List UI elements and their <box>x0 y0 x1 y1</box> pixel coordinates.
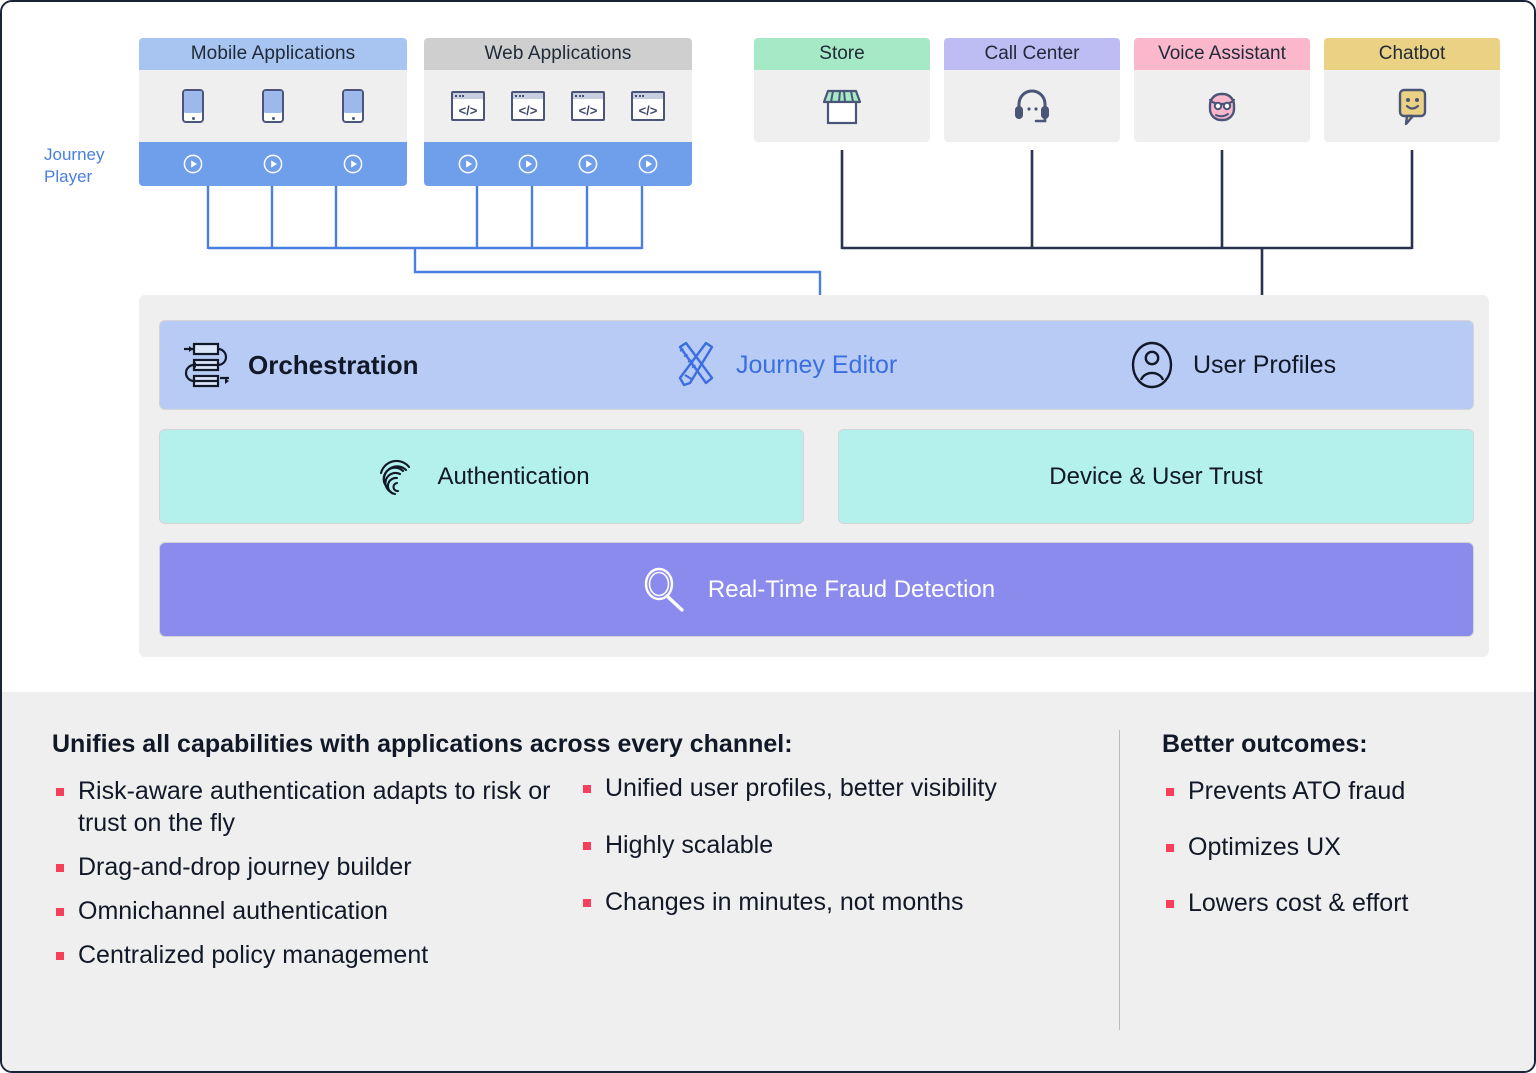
app-group-web-icons: </> </> </> </> <box>424 70 692 142</box>
platform-item-orchestration[interactable]: Orchestration <box>160 339 672 391</box>
summary-left-column: Unifies all capabilities with applicatio… <box>52 730 793 1061</box>
app-group-mobile-title: Mobile Applications <box>139 38 407 70</box>
code-window-icon: </> <box>631 91 665 121</box>
list-item: Highly scalable <box>579 829 1119 861</box>
phone-icon <box>262 89 284 123</box>
play-circle-icon[interactable] <box>182 153 204 175</box>
user-circle-icon <box>1131 341 1173 389</box>
app-group-mobile[interactable]: Mobile Applications <box>139 38 407 186</box>
architecture-canvas: Journey Player Mobile Applications Web A… <box>2 2 1534 692</box>
code-window-icon: </> <box>511 91 545 121</box>
list-item: Centralized policy management <box>52 939 579 971</box>
code-window-icon: </> <box>451 91 485 121</box>
platform-row-device-user-trust[interactable]: Device & User Trust <box>839 430 1473 523</box>
journey-player-bar-mobile[interactable] <box>139 142 407 186</box>
list-item: Changes in minutes, not months <box>579 886 1119 918</box>
play-circle-icon[interactable] <box>262 153 284 175</box>
channel-store-icon-wrap <box>754 70 930 142</box>
play-circle-icon[interactable] <box>342 153 364 175</box>
channel-card-store[interactable]: Store <box>754 38 930 142</box>
platform-label-journey-editor: Journey Editor <box>736 350 898 379</box>
platform-label-device-user-trust: Device & User Trust <box>1049 462 1263 490</box>
list-item: Lowers cost & effort <box>1162 887 1408 919</box>
platform-container: Orchestration Journey Editor <box>139 295 1489 657</box>
phone-icon <box>342 89 364 123</box>
summary-mid-column: Unified user profiles, better visibility… <box>579 730 1119 1061</box>
list-item: Optimizes UX <box>1162 831 1408 863</box>
channel-chatbot-title: Chatbot <box>1324 38 1500 70</box>
smart-speaker-icon <box>1208 92 1236 122</box>
journey-player-line-1: Journey <box>44 145 105 164</box>
list-item: Omnichannel authentication <box>52 895 579 927</box>
summary-mid-list: Unified user profiles, better visibility… <box>579 772 1119 918</box>
chat-bubble-face-icon <box>1398 88 1427 126</box>
platform-row-fraud-detection[interactable]: Real-Time Fraud Detection <box>160 543 1473 636</box>
app-group-web-title: Web Applications <box>424 38 692 70</box>
journey-player-bar-web[interactable] <box>424 142 692 186</box>
channel-store-title: Store <box>754 38 930 70</box>
code-window-icon: </> <box>571 91 605 121</box>
magnifier-icon <box>644 567 684 612</box>
list-item: Prevents ATO fraud <box>1162 775 1408 807</box>
phone-icon <box>182 89 204 123</box>
platform-row-authentication[interactable]: Authentication <box>160 430 803 523</box>
summary-panel: Unifies all capabilities with applicatio… <box>2 692 1534 1071</box>
platform-item-journey-editor[interactable]: Journey Editor <box>672 340 1127 390</box>
fingerprint-icon <box>380 459 411 495</box>
list-item: Unified user profiles, better visibility <box>579 772 1119 804</box>
summary-left-title: Unifies all capabilities with applicatio… <box>52 730 793 758</box>
channel-chatbot-icon-wrap <box>1324 70 1500 142</box>
app-group-web[interactable]: Web Applications </> </> </> </> <box>424 38 692 186</box>
channel-call-center-icon-wrap <box>944 70 1120 142</box>
journey-player-line-2: Player <box>44 167 93 186</box>
platform-label-user-profiles: User Profiles <box>1193 350 1337 379</box>
journey-player-label: Journey Player <box>44 144 104 188</box>
platform-top-row: Orchestration Journey Editor <box>160 321 1473 409</box>
list-item: Risk-aware authentication adapts to risk… <box>52 775 579 839</box>
platform-label-fraud-detection: Real-Time Fraud Detection <box>707 575 996 603</box>
play-circle-icon[interactable] <box>577 153 599 175</box>
list-item: Drag-and-drop journey builder <box>52 851 579 883</box>
pencil-ruler-icon <box>678 341 714 387</box>
play-circle-icon[interactable] <box>637 153 659 175</box>
platform-label-orchestration: Orchestration <box>248 349 419 380</box>
storefront-icon <box>822 89 862 125</box>
summary-right-column: Better outcomes: Prevents ATO fraud Opti… <box>1120 730 1408 1061</box>
channel-card-chatbot[interactable]: Chatbot <box>1324 38 1500 142</box>
channel-card-call-center[interactable]: Call Center <box>944 38 1120 142</box>
orchestration-flow-icon <box>184 342 229 388</box>
platform-label-authentication: Authentication <box>437 462 590 490</box>
summary-right-list: Prevents ATO fraud Optimizes UX Lowers c… <box>1162 775 1408 919</box>
play-circle-icon[interactable] <box>517 153 539 175</box>
platform-item-user-profiles[interactable]: User Profiles <box>1127 339 1473 391</box>
summary-divider <box>1119 730 1120 1030</box>
channel-card-voice-assistant[interactable]: Voice Assistant <box>1134 38 1310 142</box>
channel-voice-assistant-icon-wrap <box>1134 70 1310 142</box>
channel-voice-assistant-title: Voice Assistant <box>1134 38 1310 70</box>
summary-right-title: Better outcomes: <box>1162 730 1368 758</box>
play-circle-icon[interactable] <box>457 153 479 175</box>
app-group-mobile-icons <box>139 70 407 142</box>
headset-icon <box>1015 89 1049 123</box>
channel-call-center-title: Call Center <box>944 38 1120 70</box>
summary-left-list: Risk-aware authentication adapts to risk… <box>52 775 579 971</box>
